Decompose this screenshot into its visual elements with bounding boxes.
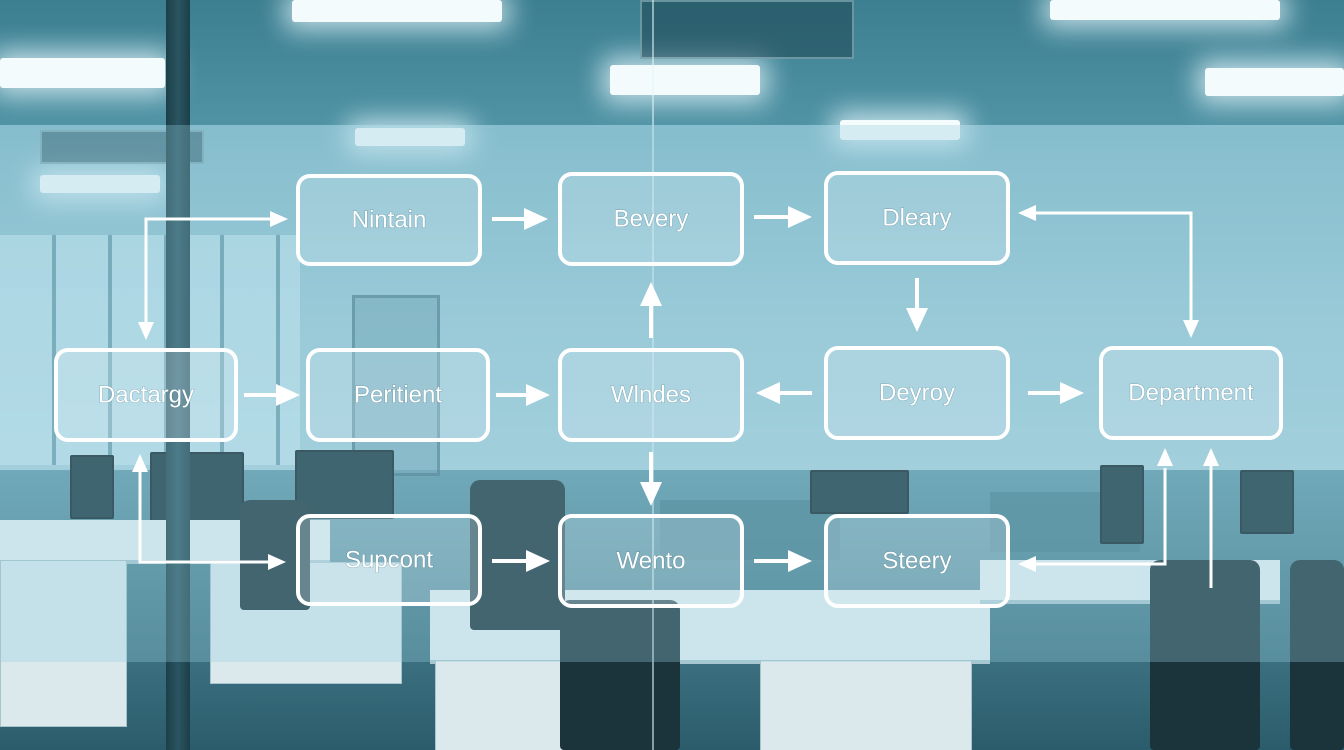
- support-pillar: [166, 0, 190, 750]
- node-label: Bevery: [614, 206, 689, 233]
- node-label: Dleary: [882, 205, 951, 232]
- monitor: [810, 470, 909, 514]
- ceiling-light: [1050, 0, 1280, 20]
- node-label: Wlndes: [611, 382, 691, 409]
- arrow-supcont-to-wento: [492, 550, 550, 572]
- monitor: [70, 455, 114, 519]
- node-deyroy: Deyroy: [824, 346, 1010, 440]
- ceiling-light: [840, 120, 960, 140]
- ceiling-light: [40, 175, 160, 193]
- arrow-nintain-to-bevery: [492, 208, 548, 230]
- node-label: Supcont: [345, 547, 433, 574]
- node-wento: Wento: [558, 514, 744, 608]
- office-chair: [470, 480, 565, 630]
- file-cabinet: [760, 660, 972, 750]
- arrow-deyroy-to-department: [1028, 382, 1084, 404]
- office-door: [352, 295, 440, 476]
- node-label: Deyroy: [879, 380, 955, 407]
- node-supcont: Supcont: [296, 514, 482, 606]
- ceiling-light: [0, 58, 165, 88]
- monitor: [295, 450, 394, 519]
- node-label: Department: [1128, 380, 1254, 407]
- office-chair: [1150, 560, 1260, 750]
- arrow-dactargy-to-supcont: [132, 454, 286, 570]
- ceiling-light: [610, 65, 760, 95]
- file-cabinet: [0, 560, 127, 727]
- office-chair: [560, 600, 680, 750]
- arrow-bevery-to-dleary: [754, 206, 812, 228]
- monitor: [1100, 465, 1144, 544]
- arrow-wento-to-steery: [754, 550, 812, 572]
- node-department: Department: [1099, 346, 1283, 440]
- node-dleary: Dleary: [824, 171, 1010, 265]
- node-label: Dactargy: [98, 382, 194, 409]
- node-nintain: Nintain: [296, 174, 482, 266]
- node-steery: Steery: [824, 514, 1010, 608]
- node-wlndes: Wlndes: [558, 348, 744, 442]
- office-chair: [1290, 560, 1344, 750]
- node-label: Wento: [617, 548, 686, 575]
- arrow-wlndes-to-wento: [640, 452, 662, 506]
- node-label: Nintain: [352, 207, 427, 234]
- ceiling-light: [1205, 68, 1344, 96]
- arrow-peritient-to-wlndes: [496, 384, 550, 406]
- node-label: Steery: [882, 548, 951, 575]
- node-label: Peritient: [354, 382, 442, 409]
- arrow-dactargy-to-peritient: [244, 384, 300, 406]
- node-dactargy: Dactargy: [54, 348, 238, 442]
- node-bevery: Bevery: [558, 172, 744, 266]
- monitor: [1240, 470, 1294, 534]
- node-peritient: Peritient: [306, 348, 490, 442]
- arrow-department-to-steery: [1018, 448, 1173, 572]
- arrow-steery-to-department: [1203, 448, 1219, 588]
- arrow-wlndes-to-bevery: [640, 282, 662, 338]
- arrow-dactargy-to-nintain: [138, 211, 288, 340]
- ceiling-light: [292, 0, 502, 22]
- ceiling-vent: [640, 0, 854, 59]
- glass-panel-edge: [652, 0, 654, 750]
- arrow-deyroy-to-wlndes: [756, 382, 812, 404]
- arrow-department-to-dleary: [1018, 205, 1199, 338]
- ceiling-light: [355, 128, 465, 146]
- arrow-dleary-to-deyroy: [906, 278, 928, 332]
